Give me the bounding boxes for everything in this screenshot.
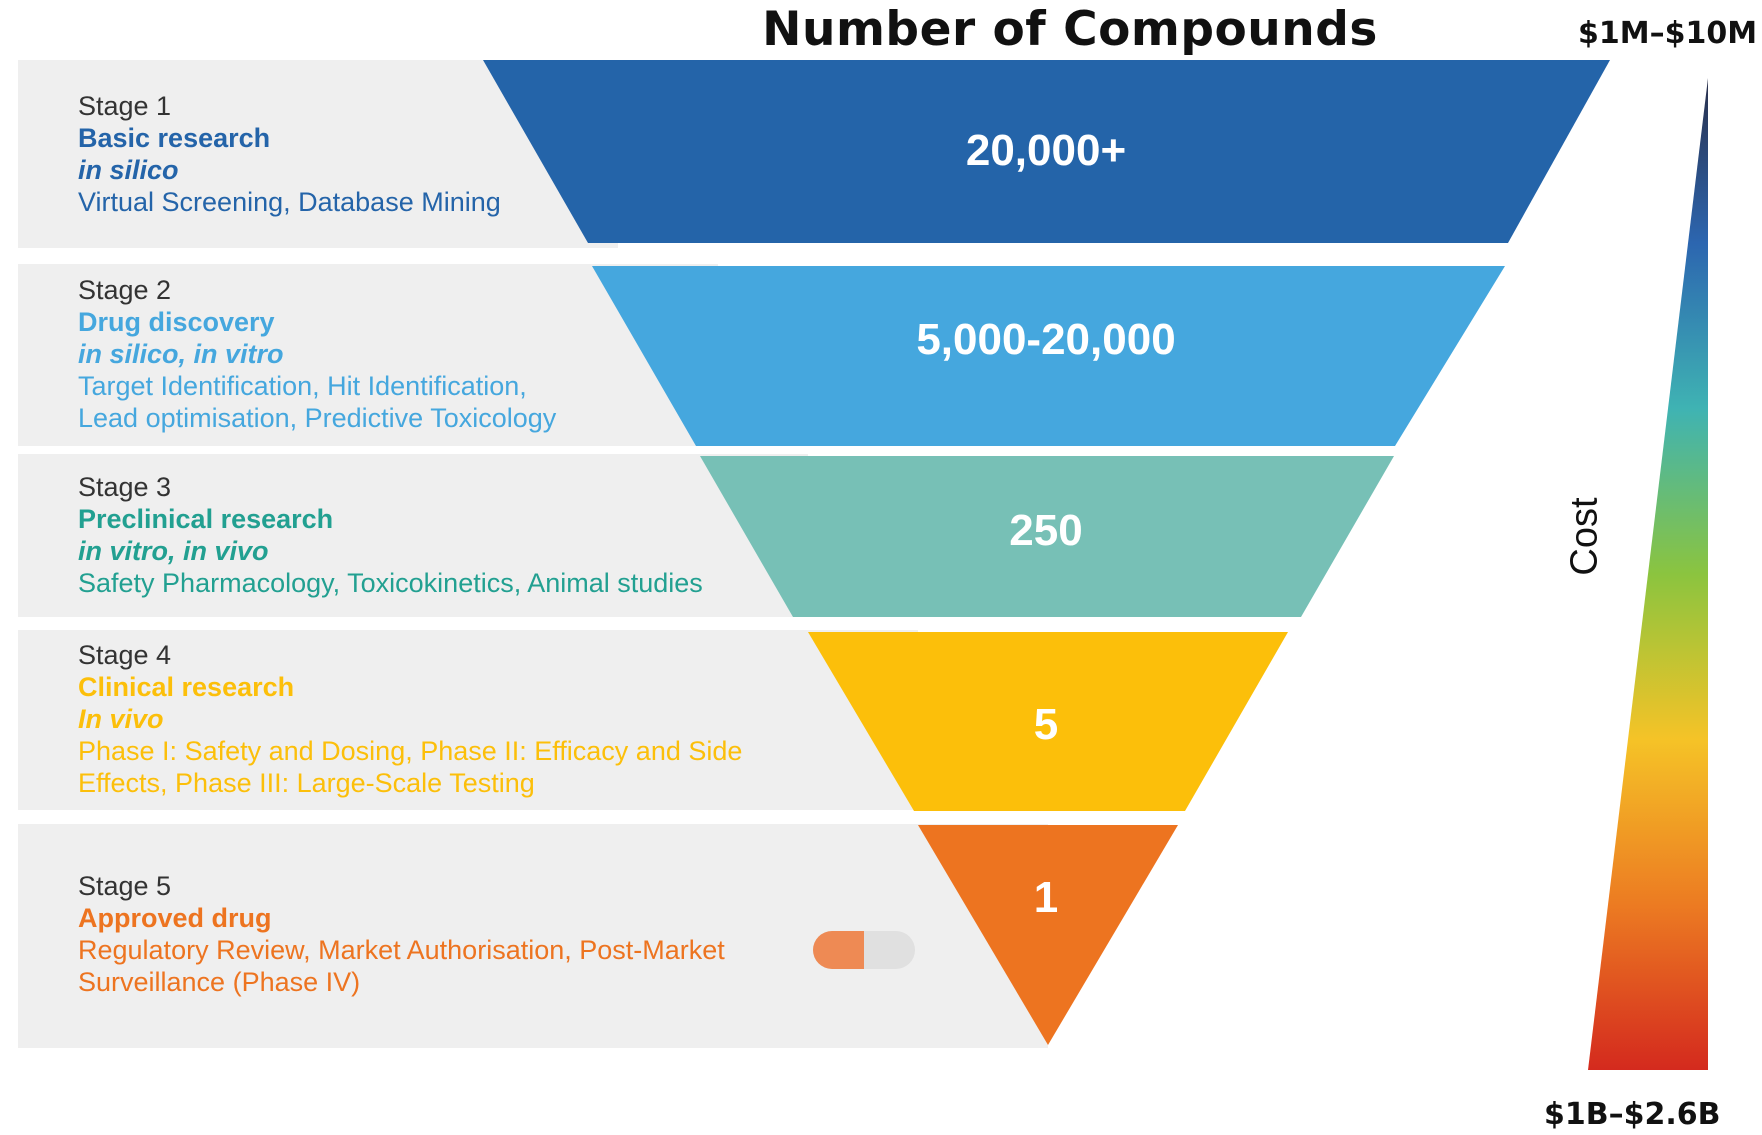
stage-1-text: Stage 1 Basic research in silico Virtual…: [78, 90, 501, 218]
stage-5-text: Stage 5 Approved drug Regulatory Review,…: [78, 870, 725, 998]
stage-3-title: Preclinical research: [78, 504, 334, 534]
stage-2-methods: in silico, in vitro: [78, 339, 284, 369]
capsule-icon: [813, 931, 915, 969]
funnel-segment-4: [808, 632, 1288, 811]
funnel-segment-3: [700, 456, 1394, 617]
stage-5-title: Approved drug: [78, 903, 272, 933]
stage-2-detail-line-1: Target Identification, Hit Identificatio…: [78, 371, 527, 401]
chart-title: Number of Compounds: [762, 2, 1378, 57]
stage-4-count: 5: [1033, 700, 1059, 749]
stage-3-text: Stage 3 Preclinical research in vitro, i…: [78, 471, 703, 599]
stage-5-detail-line-1: Regulatory Review, Market Authorisation,…: [78, 935, 725, 965]
stage-band-4: [18, 630, 918, 810]
stage-3-methods: in vitro, in vivo: [78, 536, 269, 566]
stage-4-detail-line-1: Phase I: Safety and Dosing, Phase II: Ef…: [78, 736, 743, 766]
stage-2-count: 5,000-20,000: [916, 315, 1176, 364]
stage-band-2: [18, 264, 718, 446]
stage-2-number: Stage 2: [78, 275, 172, 305]
stage-1-methods: in silico: [78, 155, 179, 185]
stage-3-number: Stage 3: [78, 472, 172, 502]
stage-band-3: [18, 454, 808, 617]
stage-5-number: Stage 5: [78, 871, 172, 901]
cost-top-label: $1M–$10M: [1578, 16, 1758, 51]
stage-3-detail-line-1: Safety Pharmacology, Toxicokinetics, Ani…: [78, 568, 703, 598]
cost-gradient-wedge: [1588, 78, 1708, 1070]
stage-3-count: 250: [1009, 506, 1083, 555]
stage-4-number: Stage 4: [78, 640, 172, 670]
stage-2-detail-line-2: Lead optimisation, Predictive Toxicology: [78, 403, 557, 433]
stage-4-text: Stage 4 Clinical research In vivo Phase …: [78, 639, 742, 799]
funnel-segment-2: [592, 266, 1505, 446]
stage-1-count: 20,000+: [965, 126, 1127, 175]
funnel-segment-1: [483, 60, 1610, 243]
stage-1-number: Stage 1: [78, 91, 172, 121]
cost-axis-label: Cost: [1563, 497, 1606, 576]
stage-4-methods: In vivo: [78, 704, 164, 734]
stage-2-text: Stage 2 Drug discovery in silico, in vit…: [78, 274, 556, 434]
stage-5-detail-line-2: Surveillance (Phase IV): [78, 967, 361, 997]
stage-1-detail-line-1: Virtual Screening, Database Mining: [78, 187, 501, 217]
funnel-segment-5: [918, 825, 1178, 1045]
stage-1-title: Basic research: [78, 123, 271, 153]
stage-5-count: 1: [1033, 873, 1059, 922]
stage-4-title: Clinical research: [78, 672, 295, 702]
cost-bottom-label: $1B–$2.6B: [1544, 1097, 1721, 1132]
stage-2-title: Drug discovery: [78, 307, 275, 337]
stage-4-detail-line-2: Effects, Phase III: Large-Scale Testing: [78, 768, 535, 798]
